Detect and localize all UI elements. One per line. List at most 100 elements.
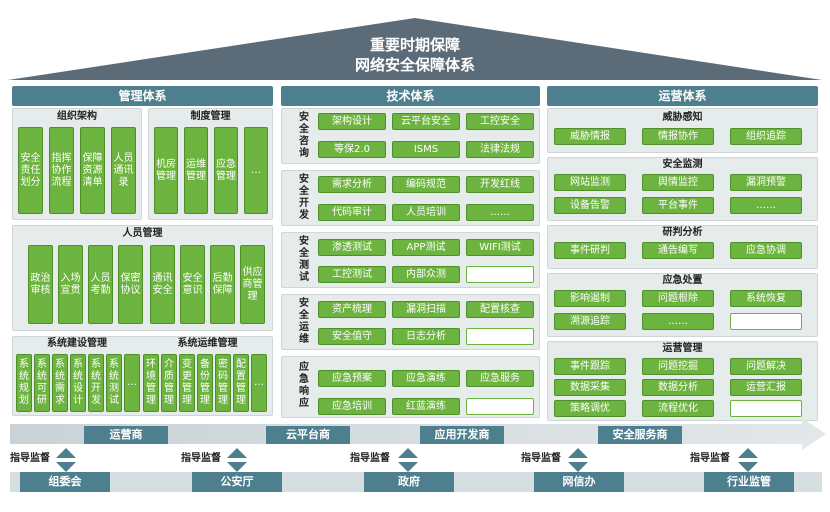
double-arrow-icon (738, 448, 758, 472)
ops-item: …… (642, 313, 714, 330)
tech-item: 工控安全 (466, 113, 534, 130)
tech-row-label: 安全开发 (299, 174, 309, 221)
double-arrow-icon (398, 448, 418, 472)
tech-item: 需求分析 (318, 176, 386, 193)
tech-item: 编码规范 (392, 176, 460, 193)
tech-item: 红蓝演练 (392, 398, 460, 415)
ops-item: 系统恢复 (730, 290, 802, 307)
ops-item: … (251, 354, 267, 412)
ops-item: 事件跟踪 (554, 358, 626, 375)
ops-item: 运营汇报 (730, 379, 802, 396)
build-item: … (124, 354, 140, 412)
roof-title-line1: 重要时期保障 (369, 36, 460, 54)
tech-item: 渗透测试 (318, 239, 386, 256)
tech-empty-item (466, 328, 534, 345)
supervision-label: 指导监督 (181, 453, 221, 464)
personnel-item: 入场宣贯 (58, 245, 83, 324)
ops-group-title: 应急处置 (662, 275, 703, 286)
org-item: 保障资源清单 (80, 127, 105, 214)
ops-item: 数据分析 (642, 379, 714, 396)
stakeholder-label: 云平台商 (286, 428, 330, 441)
personnel-item: 保密协议 (118, 245, 143, 324)
tech-item: WIFI测试 (466, 239, 534, 256)
double-arrow-icon (56, 448, 76, 472)
double-arrow-icon (227, 448, 247, 472)
ops-item: 配置管理 (233, 354, 249, 412)
tech-row-label: 安全运维 (299, 298, 309, 345)
ops-item: 介质管理 (161, 354, 177, 412)
technology-header: 技术体系 (281, 86, 540, 106)
ops-item: 问题根除 (642, 290, 714, 307)
tech-row-label: 应急响应 (299, 362, 309, 409)
org-title: 组织架构 (57, 111, 97, 122)
tech-item: 漏洞扫描 (392, 301, 460, 318)
personnel-item: 供应商管理 (240, 245, 265, 324)
tech-item: 云平台安全 (392, 113, 460, 130)
tech-item: 人员培训 (392, 204, 460, 221)
stakeholder-tag (420, 426, 504, 444)
build-item: 系统测试 (106, 354, 122, 412)
ops-item: 策略调优 (554, 400, 626, 417)
ops-group-title: 安全监测 (662, 159, 703, 170)
government-label: 政府 (364, 472, 454, 492)
personnel-item: 安全意识 (180, 245, 205, 324)
supervision-label: 指导监督 (690, 453, 730, 464)
ops-item: 密码管理 (215, 354, 231, 412)
ops-group-title: 运营管理 (662, 343, 703, 354)
tech-empty-item (466, 266, 534, 283)
build-item: 系统规划 (16, 354, 32, 412)
government-label: 网信办 (534, 472, 624, 492)
tech-item: 资产梳理 (318, 301, 386, 318)
personnel-title: 人员管理 (122, 228, 163, 239)
tech-item: …… (466, 204, 534, 221)
management-section: 组织架构 安全责任划分 指挥协作流程 保障资源清单 人员通讯录 制度管理 机房管… (12, 108, 273, 416)
supervision-label: 指导监督 (350, 453, 390, 464)
ops-item: 设备告警 (554, 197, 626, 214)
org-item: 安全责任划分 (18, 127, 43, 214)
ops-empty-item (730, 313, 802, 330)
government-label: 公安厅 (192, 472, 282, 492)
build-item: 系统设计 (70, 354, 86, 412)
tech-item: 应急服务 (466, 370, 534, 387)
org-item: 人员通讯录 (111, 127, 136, 214)
stakeholder-label: 安全服务商 (612, 428, 668, 441)
supervision-label: 指导监督 (10, 453, 50, 464)
tech-item: 应急培训 (318, 398, 386, 415)
personnel-item: 通讯安全 (150, 245, 175, 324)
tech-item: 应急演练 (392, 370, 460, 387)
ops-item: 威胁情报 (554, 128, 626, 145)
ops-item: 事件研判 (554, 242, 626, 259)
ops-item: 数据采集 (554, 379, 626, 396)
ops-title: 系统运维管理 (177, 338, 238, 349)
roof (8, 18, 822, 80)
ops-item: 变更管理 (179, 354, 195, 412)
tech-item: 应急预案 (318, 370, 386, 387)
tech-item: APP测试 (392, 239, 460, 256)
ops-empty-item (730, 400, 802, 417)
ops-item: 舆情监控 (642, 174, 714, 191)
double-arrow-icon (568, 448, 588, 472)
government-label: 行业监管 (704, 472, 794, 492)
ops-item: 漏洞预警 (730, 174, 802, 191)
stakeholder-label: 应用开发商 (434, 428, 490, 441)
policy-item: 运维管理 (184, 127, 208, 214)
ops-item: 环境管理 (143, 354, 159, 412)
ops-item: 问题挖掘 (642, 358, 714, 375)
tech-item: 内部众测 (392, 266, 460, 283)
build-item: 系统开发 (88, 354, 104, 412)
policy-title: 制度管理 (190, 111, 231, 122)
management-header: 管理体系 (12, 86, 273, 106)
stakeholder-tag (598, 426, 682, 444)
ops-group-title: 研判分析 (662, 227, 703, 238)
tech-item: 等保2.0 (318, 141, 386, 158)
roof-title-line2: 网络安全保障体系 (354, 56, 475, 74)
ops-item: 备份管理 (197, 354, 213, 412)
tech-item: ISMS (392, 141, 460, 158)
ops-item: 问题解决 (730, 358, 802, 375)
personnel-item: 政治审核 (28, 245, 53, 324)
ops-item: 组织追踪 (730, 128, 802, 145)
operations-section: 威胁感知 威胁情报 情报协作 组织追踪 安全监测 网站监测 舆情监控 漏洞预警 … (547, 108, 818, 421)
tech-item: 配置核查 (466, 301, 534, 318)
ops-item: 影响遏制 (554, 290, 626, 307)
ops-item: 平台事件 (642, 197, 714, 214)
